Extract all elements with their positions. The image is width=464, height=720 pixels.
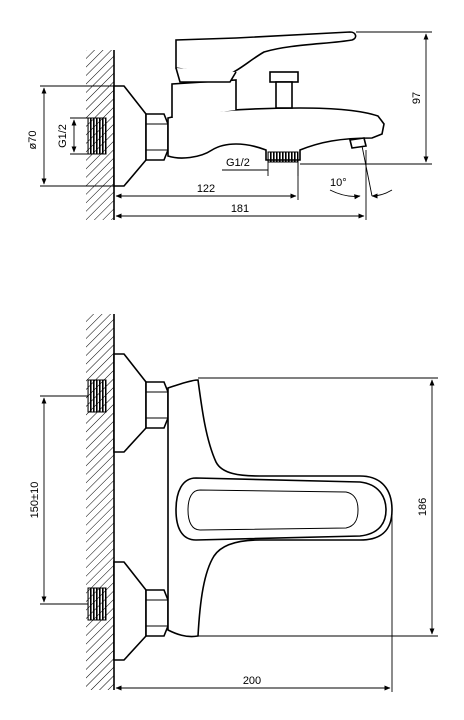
mixer-body-side bbox=[167, 107, 385, 161]
hex-nut-lower bbox=[145, 589, 169, 637]
dim-angle-label: 10° bbox=[330, 177, 347, 189]
dim-inlet-thread-label: G1/2 bbox=[57, 124, 69, 148]
wall-flange-lower bbox=[113, 561, 147, 661]
dim-overall-depth-label: 181 bbox=[231, 203, 249, 215]
dim-spout-length-label: 122 bbox=[197, 183, 215, 195]
lever-lower bbox=[175, 67, 237, 83]
front-view: 150±10 186 200 bbox=[29, 314, 438, 692]
dim-width-label: 200 bbox=[243, 675, 261, 687]
wall-flange-upper bbox=[113, 353, 147, 453]
side-view: ø70 G1/2 G1/2 122 181 97 10° bbox=[27, 31, 432, 220]
hex-nut-top bbox=[145, 113, 169, 161]
diverter-knob-cap bbox=[269, 71, 299, 83]
wall-hatch-bottom bbox=[86, 314, 114, 690]
inlet-thread-top bbox=[87, 117, 107, 155]
lever-handle-front bbox=[175, 477, 387, 541]
dim-diameter-label: ø70 bbox=[27, 131, 39, 150]
lever-handle-inner bbox=[187, 489, 359, 531]
wall-flange-top bbox=[113, 85, 147, 187]
hex-nut-upper bbox=[145, 381, 169, 429]
dim-outlet-thread-label: G1/2 bbox=[226, 157, 250, 169]
dim-front-height-label: 186 bbox=[417, 498, 429, 516]
inlet-thread-upper bbox=[87, 379, 107, 413]
inlet-thread-lower bbox=[87, 587, 107, 621]
lever-handle-side bbox=[175, 31, 357, 77]
outlet-thread bbox=[267, 151, 299, 163]
diverter-knob-stem bbox=[275, 81, 293, 109]
dim-height-label: 97 bbox=[411, 92, 423, 104]
spout-aerator bbox=[349, 137, 367, 149]
dim-centers-label: 150±10 bbox=[29, 482, 41, 519]
